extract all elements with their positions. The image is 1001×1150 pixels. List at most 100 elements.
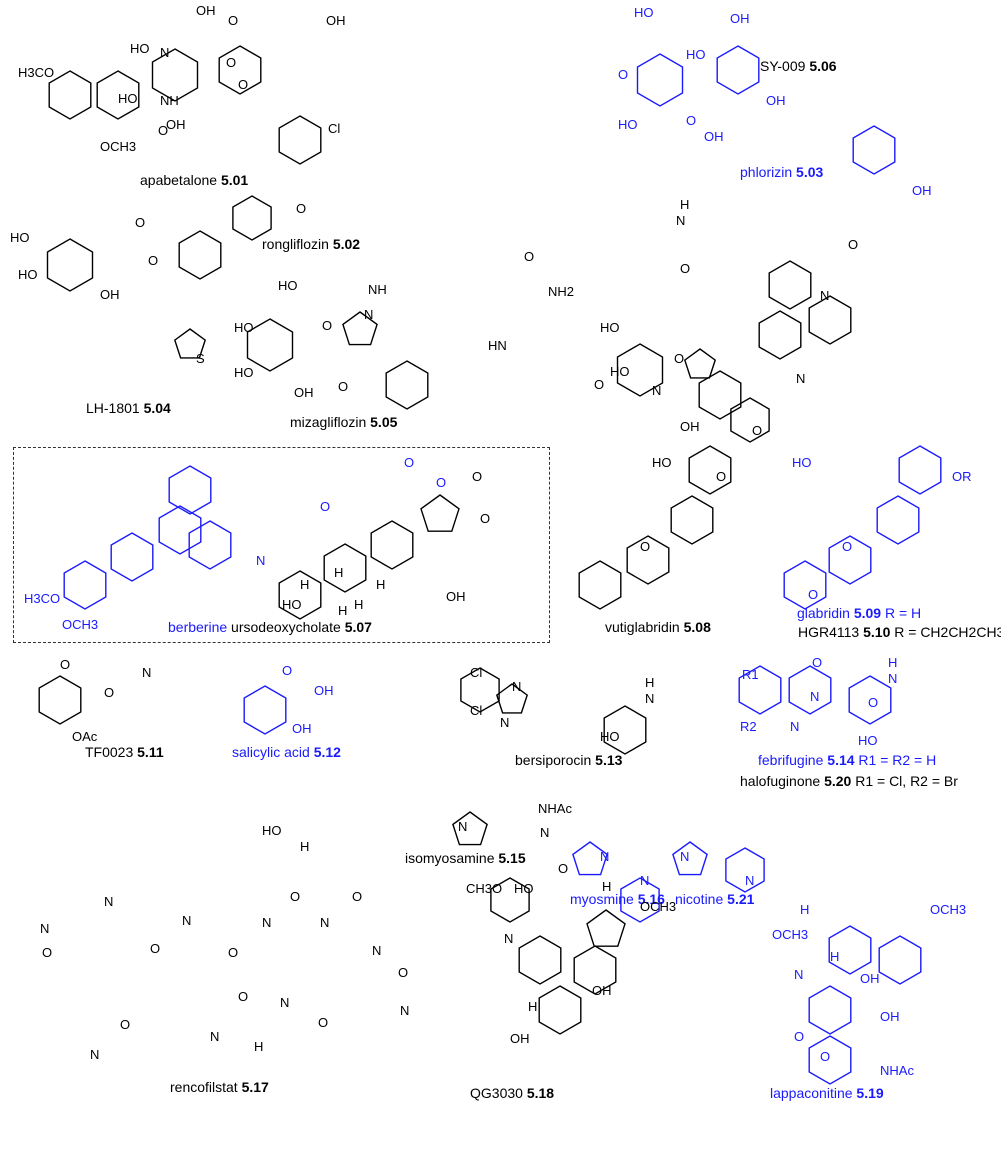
atom-label: O — [150, 941, 161, 956]
atom-label: Cl — [470, 665, 483, 680]
label-5-03: phlorizin 5.03 — [740, 164, 824, 180]
atom-label: O — [320, 499, 331, 514]
atom-label: O — [716, 469, 727, 484]
atom-label: H — [645, 675, 655, 690]
ring-skeleton — [828, 925, 872, 975]
ring-skeleton — [688, 445, 732, 495]
atom-label: O — [158, 123, 169, 138]
ring-skeleton — [232, 195, 272, 241]
label-5-05: mizagliflozin 5.05 — [290, 414, 398, 430]
atom-label: O — [42, 945, 53, 960]
atom-label: O — [618, 67, 629, 82]
label-5-12: salicylic acid 5.12 — [232, 744, 341, 760]
atom-label: HO — [10, 230, 30, 245]
ring-skeleton — [808, 1035, 852, 1085]
ring-skeleton — [243, 685, 287, 735]
ring-skeleton — [768, 260, 812, 310]
atom-label: OH — [294, 385, 314, 400]
atom-label: N — [512, 679, 522, 694]
atom-label: N — [160, 45, 170, 60]
atom-label: HO — [278, 278, 298, 293]
atom-label: N — [652, 383, 662, 398]
atom-label: S — [196, 351, 205, 366]
atom-label: H — [376, 577, 386, 592]
label-5-16: myosmine 5.16 — [570, 891, 665, 907]
atom-label: O — [848, 237, 859, 252]
atom-label: HO — [610, 364, 630, 379]
atom-label: OH — [766, 93, 786, 108]
atom-label: O — [794, 1029, 805, 1044]
ring-skeleton — [342, 311, 378, 346]
atom-label: NH2 — [548, 284, 575, 299]
ring-skeleton — [188, 520, 232, 570]
atom-label: HO — [792, 455, 812, 470]
label-5-06: SY-009 5.06 — [760, 58, 837, 74]
label-5-18: QG3030 5.18 — [470, 1085, 555, 1101]
ring-skeleton — [323, 543, 367, 593]
atom-label: OH — [510, 1031, 530, 1046]
atom-label: OH — [912, 183, 932, 198]
atom-label: HO — [600, 320, 620, 335]
atom-label: O — [820, 1049, 831, 1064]
label-5-17: rencofilstat 5.17 — [170, 1079, 269, 1095]
ring-skeleton — [578, 560, 622, 610]
ring-skeleton — [808, 295, 852, 345]
atom-label: OH — [314, 683, 334, 698]
atom-label: O — [352, 889, 363, 904]
atom-label: N — [794, 967, 804, 982]
ring-skeleton — [173, 328, 207, 359]
ring-skeleton — [852, 125, 896, 175]
atom-label: HO — [118, 91, 138, 106]
atom-label: H — [354, 597, 364, 612]
ring-skeleton — [38, 675, 82, 725]
atom-label: OH — [100, 287, 120, 302]
ring-skeleton — [48, 70, 92, 120]
label-5-10: HGR4113 5.10 R = CH2CH2CH3 — [798, 624, 1001, 640]
atom-label: N — [262, 915, 272, 930]
atom-label: HO — [514, 881, 534, 896]
atom-label: OH — [704, 129, 724, 144]
atom-label: O — [674, 351, 685, 366]
atom-label: N — [182, 913, 192, 928]
atom-label: O — [135, 215, 146, 230]
atom-label: O — [398, 965, 409, 980]
ring-skeleton — [783, 560, 827, 610]
atom-label: HO — [130, 41, 150, 56]
ring-skeleton — [278, 570, 322, 620]
label-5-09: glabridin 5.09 R = H — [797, 605, 922, 621]
atom-label: N — [676, 213, 686, 228]
atom-label: O — [842, 539, 853, 554]
atom-label: HO — [282, 597, 302, 612]
atom-label: H — [300, 839, 310, 854]
ring-skeleton — [370, 520, 414, 570]
ring-skeleton — [808, 985, 852, 1035]
atom-label: O — [472, 469, 483, 484]
ring-skeleton — [46, 238, 94, 292]
atom-label: N — [400, 1003, 410, 1018]
atom-label: OH — [860, 971, 880, 986]
atom-label: HO — [858, 733, 878, 748]
atom-label: O — [228, 13, 239, 28]
ring-skeleton — [572, 841, 608, 876]
atom-label: OH — [446, 589, 466, 604]
combination-drug-box — [13, 447, 550, 643]
atom-label: N — [500, 715, 510, 730]
atom-label: OCH3 — [772, 927, 809, 942]
atom-label: N — [810, 689, 820, 704]
atom-label: OH — [196, 3, 216, 18]
atom-label: NHAc — [880, 1063, 914, 1078]
ring-skeleton — [158, 505, 202, 555]
atom-label: O — [148, 253, 159, 268]
ring-skeleton — [698, 370, 742, 420]
atom-label: H — [334, 565, 344, 580]
ring-skeleton — [828, 535, 872, 585]
atom-label: NH — [160, 93, 179, 108]
ring-skeleton — [716, 45, 760, 95]
atom-label: OH — [166, 117, 186, 132]
ring-skeleton — [385, 360, 429, 410]
ring-skeleton — [246, 318, 294, 372]
atom-label: OH — [880, 1009, 900, 1024]
label-5-01: apabetalone 5.01 — [140, 172, 249, 188]
atom-label: N — [210, 1029, 220, 1044]
atom-label: N — [364, 307, 374, 322]
